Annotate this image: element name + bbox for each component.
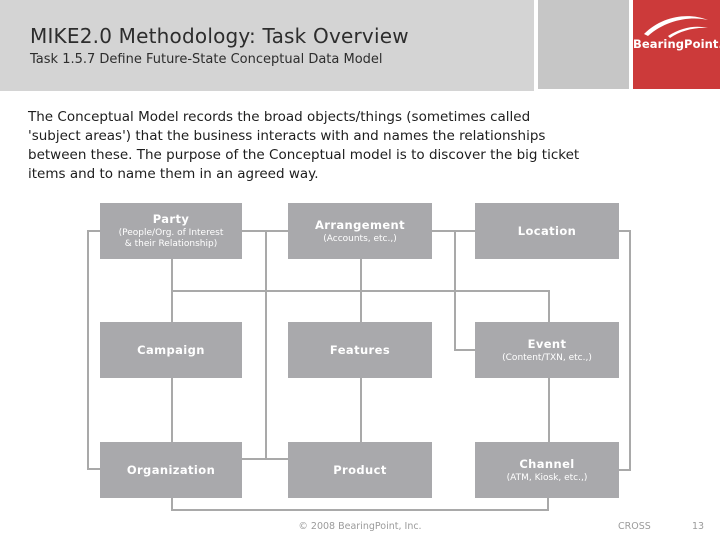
connector-line: [265, 230, 267, 460]
body-line: items and to name them in an agreed way.: [28, 166, 319, 182]
header-band: [0, 0, 534, 91]
box-title: Features: [329, 343, 391, 357]
connector-line: [454, 230, 456, 351]
body-line: 'subject areas') that the business inter…: [28, 128, 546, 144]
connector-line: [360, 378, 362, 442]
box-title: Product: [333, 463, 387, 477]
box-subtitle: (ATM, Kiosk, etc.,): [506, 472, 588, 483]
connector-line: [629, 230, 631, 471]
diagram-box-arrangement: Arrangement (Accounts, etc.,): [288, 203, 432, 259]
header-accent-strip: [538, 0, 629, 89]
box-subtitle: (Content/TXN, etc.,): [502, 352, 592, 363]
connector-line: [619, 469, 631, 471]
diagram-box-channel: Channel (ATM, Kiosk, etc.,): [475, 442, 619, 498]
diagram-box-organization: Organization: [100, 442, 242, 498]
box-subtitle: (People/Org. of Interest & their Relatio…: [118, 228, 224, 249]
footer-page-number: 13: [692, 521, 705, 532]
box-subtitle: (Accounts, etc.,): [323, 233, 397, 244]
connector-line: [171, 498, 173, 511]
connector-line: [619, 230, 631, 232]
connector-line: [454, 349, 476, 351]
diagram-box-party: Party (People/Org. of Interest & their R…: [100, 203, 242, 259]
box-title: Campaign: [137, 343, 205, 357]
diagram-box-location: Location: [475, 203, 619, 259]
bearingpoint-swoosh-icon: [644, 16, 708, 38]
connector-line: [548, 290, 550, 322]
connector-line: [547, 498, 549, 511]
footer-tag: CROSS: [618, 521, 651, 532]
logo-block: BearingPoint.: [633, 0, 720, 89]
connector-line: [171, 259, 173, 322]
connector-line: [171, 378, 173, 442]
logo-text: BearingPoint.: [633, 37, 720, 51]
connector-line: [548, 378, 550, 442]
box-title: Channel: [519, 456, 575, 471]
diagram-box-campaign: Campaign: [100, 322, 242, 378]
box-title: Organization: [126, 463, 216, 477]
connector-line: [360, 259, 362, 322]
box-title: Event: [527, 336, 567, 351]
diagram-box-product: Product: [288, 442, 432, 498]
page-subtitle: Task 1.5.7 Define Future-State Conceptua…: [30, 52, 383, 67]
body-line: between these. The purpose of the Concep…: [28, 147, 580, 163]
page-title: MIKE2.0 Methodology: Task Overview: [30, 24, 409, 48]
body-paragraph: The Conceptual Model records the broad o…: [28, 108, 700, 184]
connector-line: [87, 230, 89, 470]
connector-line: [432, 230, 475, 232]
diagram-box-features: Features: [288, 322, 432, 378]
footer-copyright: © 2008 BearingPoint, Inc.: [298, 521, 422, 532]
box-title: Party: [152, 212, 190, 226]
connector-line: [171, 509, 549, 511]
connector-line: [87, 468, 100, 470]
connector-line: [87, 230, 100, 232]
box-title: Location: [517, 224, 577, 238]
body-line: The Conceptual Model records the broad o…: [28, 109, 531, 125]
diagram-box-event: Event (Content/TXN, etc.,): [475, 322, 619, 378]
box-title: Arrangement: [314, 217, 406, 232]
